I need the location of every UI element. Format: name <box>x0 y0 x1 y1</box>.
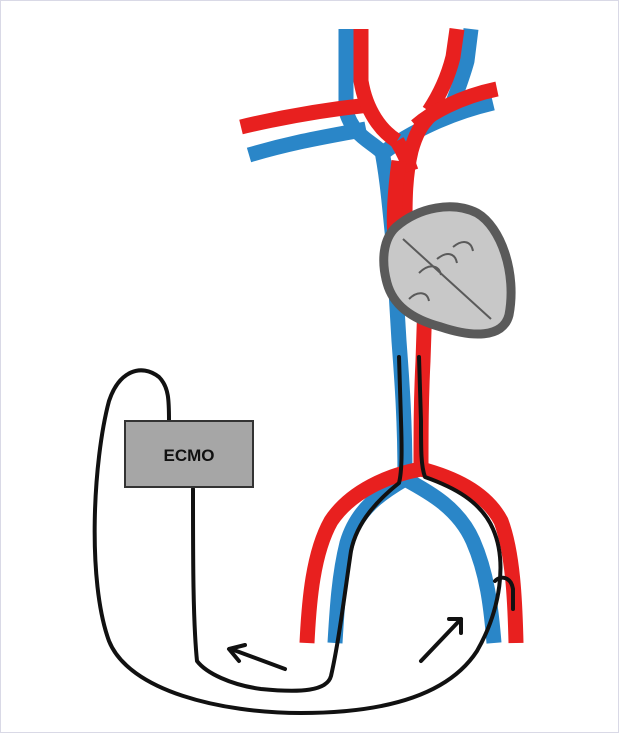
cannula-left <box>193 357 402 691</box>
ecmo-unit: ECMO <box>125 421 253 487</box>
cannula-right <box>95 357 501 713</box>
artery-left-iliac <box>307 469 421 643</box>
artery-left-carotid <box>361 29 397 141</box>
arrow-icon <box>229 645 285 669</box>
ecmo-label: ECMO <box>164 446 215 465</box>
arrow-icon <box>421 619 461 661</box>
cannula-circuit <box>95 357 513 713</box>
vein-left-subclavian <box>249 129 366 155</box>
